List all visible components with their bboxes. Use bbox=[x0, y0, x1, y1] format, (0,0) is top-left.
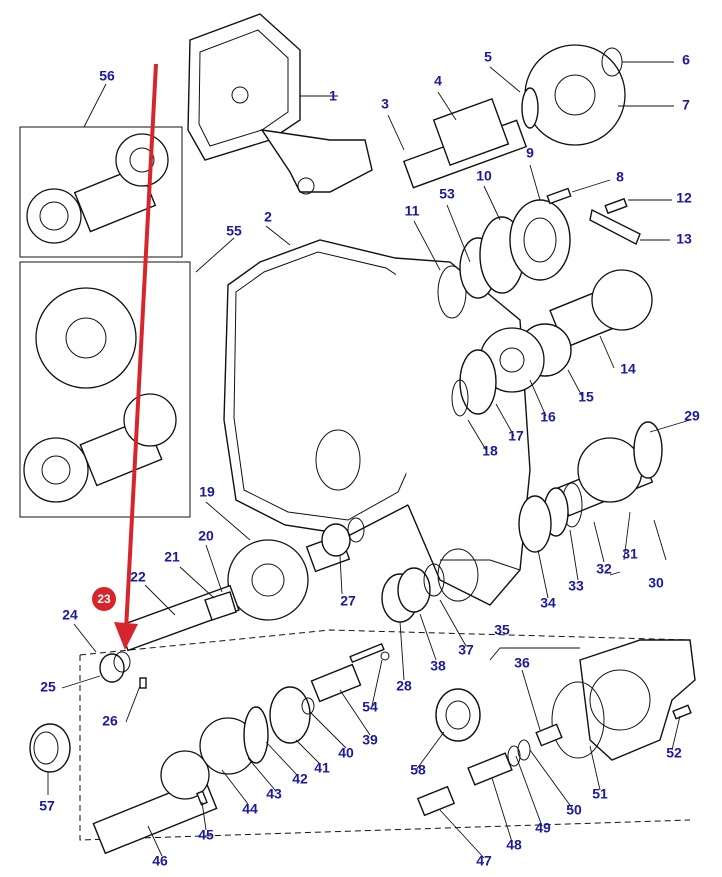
right-shaft-group bbox=[518, 421, 663, 553]
part-label-36: 36 bbox=[514, 655, 530, 671]
output-shaft-group bbox=[79, 629, 691, 855]
part-label-6: 6 bbox=[682, 52, 690, 68]
bottom-right-group bbox=[416, 639, 696, 817]
end-cap bbox=[29, 723, 71, 773]
middle-gear-group bbox=[451, 269, 653, 417]
upper-shaft-gears bbox=[402, 44, 626, 189]
part-label-58: 58 bbox=[410, 762, 426, 778]
part-label-33: 33 bbox=[568, 578, 584, 594]
part-label-47: 47 bbox=[476, 853, 492, 869]
part-label-24: 24 bbox=[62, 607, 78, 623]
left-lower-shaft bbox=[99, 517, 365, 689]
part-label-50: 50 bbox=[566, 802, 582, 818]
part-label-56: 56 bbox=[99, 68, 115, 84]
part-label-2: 2 bbox=[264, 209, 272, 225]
part-label-29: 29 bbox=[684, 408, 700, 424]
part-label-22: 22 bbox=[130, 569, 146, 585]
highlight-badge-23: 23 bbox=[92, 587, 116, 611]
part-label-30: 30 bbox=[648, 575, 664, 591]
top-housing bbox=[187, 13, 373, 195]
part-label-35: 35 bbox=[494, 622, 510, 638]
part-label-5: 5 bbox=[484, 49, 492, 65]
leader-lines bbox=[47, 61, 691, 859]
part-label-8: 8 bbox=[616, 169, 624, 185]
part-label-19: 19 bbox=[199, 484, 215, 500]
part-label-28: 28 bbox=[396, 678, 412, 694]
part-label-48: 48 bbox=[506, 837, 522, 853]
part-label-43: 43 bbox=[266, 786, 282, 802]
part-label-21: 21 bbox=[164, 549, 180, 565]
part-label-46: 46 bbox=[152, 853, 168, 869]
part-label-3: 3 bbox=[381, 96, 389, 112]
part-label-32: 32 bbox=[596, 561, 612, 577]
central-bearing-group bbox=[381, 563, 445, 623]
highlight-badge-label: 23 bbox=[97, 592, 111, 606]
part-label-55: 55 bbox=[226, 223, 242, 239]
part-label-1: 1 bbox=[329, 88, 337, 104]
part-label-13: 13 bbox=[676, 231, 692, 247]
part-label-42: 42 bbox=[292, 771, 308, 787]
part-label-14: 14 bbox=[620, 361, 636, 377]
part-label-25: 25 bbox=[40, 679, 56, 695]
part-label-15: 15 bbox=[578, 389, 594, 405]
part-label-31: 31 bbox=[622, 546, 638, 562]
part-label-18: 18 bbox=[482, 443, 498, 459]
part-label-12: 12 bbox=[676, 190, 692, 206]
part-label-16: 16 bbox=[540, 409, 556, 425]
main-gearbox-case bbox=[223, 239, 531, 606]
part-label-39: 39 bbox=[362, 732, 378, 748]
part-label-44: 44 bbox=[242, 801, 258, 817]
part-label-34: 34 bbox=[540, 595, 556, 611]
part-label-57: 57 bbox=[39, 798, 55, 814]
part-label-7: 7 bbox=[682, 97, 690, 113]
part-label-10: 10 bbox=[476, 168, 492, 184]
part-label-49: 49 bbox=[535, 820, 551, 836]
part-label-54: 54 bbox=[362, 699, 378, 715]
part-label-45: 45 bbox=[198, 827, 214, 843]
part-label-37: 37 bbox=[458, 642, 474, 658]
part-label-9: 9 bbox=[526, 145, 534, 161]
part-label-27: 27 bbox=[340, 593, 356, 609]
bearing-cover-group bbox=[437, 187, 641, 319]
part-label-26: 26 bbox=[102, 713, 118, 729]
part-label-53: 53 bbox=[439, 186, 455, 202]
part-label-51: 51 bbox=[592, 786, 608, 802]
part-label-20: 20 bbox=[198, 528, 214, 544]
part-label-38: 38 bbox=[430, 658, 446, 674]
part-label-17: 17 bbox=[508, 428, 524, 444]
part-label-11: 11 bbox=[405, 203, 420, 219]
inset-box-55 bbox=[19, 261, 191, 518]
part-labels: 1 2 3 4 5 6 7 8 9 10 11 12 13 14 15 16 1… bbox=[39, 49, 700, 869]
highlight-arrow bbox=[114, 63, 158, 650]
part-label-4: 4 bbox=[434, 73, 442, 89]
part-label-41: 41 bbox=[314, 760, 330, 776]
inset-box-56 bbox=[19, 126, 183, 258]
part-label-52: 52 bbox=[666, 745, 682, 761]
part-label-40: 40 bbox=[338, 745, 354, 761]
